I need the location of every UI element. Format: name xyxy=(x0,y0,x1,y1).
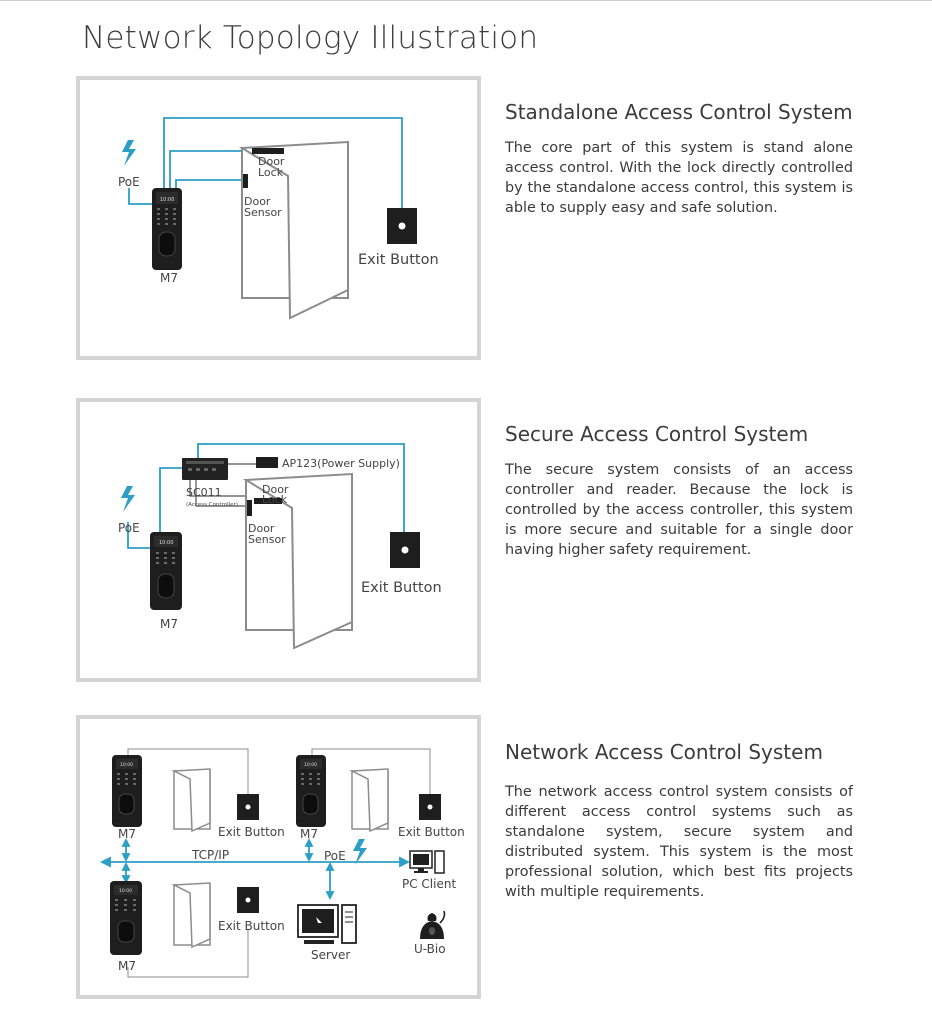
network-diagram: 10:00 M7 Exit Button 10:00 M7 Exi xyxy=(99,748,465,978)
door-b-icon xyxy=(349,768,389,833)
svg-text:10:00: 10:00 xyxy=(119,888,132,894)
door-lock-label-1: Door xyxy=(262,483,289,496)
exit-button-label: Exit Button xyxy=(361,580,442,596)
page-title: Network Topology Illustration xyxy=(82,20,539,56)
secure-title: Secure Access Control System xyxy=(505,422,809,446)
m7-device-icon: 10:00 xyxy=(150,532,182,610)
exit-button-b-icon xyxy=(419,794,441,820)
m7-label-b: M7 xyxy=(300,827,318,841)
standalone-wires xyxy=(128,117,403,208)
m7-label-c: M7 xyxy=(118,959,136,973)
svg-text:10:00: 10:00 xyxy=(120,762,133,768)
svg-text:10:00: 10:00 xyxy=(304,762,317,768)
exit-button-icon xyxy=(387,208,417,244)
controller-sublabel: (Access Controller) xyxy=(186,502,238,508)
poe-lightning-icon xyxy=(122,140,136,166)
secure-diagram-panel: PoE SC011 (Access Controller) AP123(Powe… xyxy=(76,398,481,682)
exit-button-icon xyxy=(390,532,420,568)
power-supply-label: AP123(Power Supply) xyxy=(282,457,400,470)
exit-button-label: Exit Button xyxy=(358,252,439,268)
standalone-diagram-panel: PoE 10:00 M7 Door Lock Door Sensor xyxy=(76,76,481,360)
door-lock-icon xyxy=(252,148,284,154)
tcpip-label: TCP/IP xyxy=(191,848,229,862)
door-a-icon xyxy=(171,768,211,833)
m7-device-a-icon: 10:00 xyxy=(112,755,142,827)
controller-label: SC011 xyxy=(186,486,222,499)
pc-client-label: PC Client xyxy=(402,877,456,891)
network-description: The network access control system consis… xyxy=(505,784,853,900)
wire-to-door-lock xyxy=(169,150,256,190)
m7-label: M7 xyxy=(160,271,178,285)
door-lock-label-2: Lock xyxy=(262,493,288,506)
secure-cables xyxy=(189,480,248,507)
m7-device-icon: 10:00 xyxy=(152,188,182,270)
secure-wires xyxy=(127,443,405,549)
door-c-icon xyxy=(171,882,211,949)
door-lock-icon xyxy=(254,498,282,504)
network-title: Network Access Control System xyxy=(505,740,823,764)
network-cables xyxy=(127,748,431,978)
wire-reader-to-controller xyxy=(159,467,182,534)
secure-diagram: PoE SC011 (Access Controller) AP123(Powe… xyxy=(118,443,442,650)
u-bio-label: U-Bio xyxy=(414,942,446,956)
exit-button-label-c: Exit Button xyxy=(218,919,285,933)
m7-label: M7 xyxy=(160,617,178,631)
network-diagram-panel: 10:00 M7 Exit Button 10:00 M7 Exi xyxy=(76,715,481,999)
svg-text:10:00: 10:00 xyxy=(160,197,174,203)
m7-label-a: M7 xyxy=(118,827,136,841)
door-sensor-label-1: Door xyxy=(248,522,275,535)
poe-label: PoE xyxy=(324,849,346,863)
wire-to-exit-button xyxy=(197,443,405,532)
standalone-diagram: PoE 10:00 M7 Door Lock Door Sensor xyxy=(118,117,439,320)
wire-poe xyxy=(128,188,152,205)
door-sensor-label-2: Sensor xyxy=(244,206,282,219)
u-bio-icon xyxy=(420,910,446,939)
poe-lightning-icon xyxy=(121,486,135,512)
exit-button-a-icon xyxy=(237,794,259,820)
door-sensor-label-2: Sensor xyxy=(248,533,286,546)
standalone-description: The core part of this system is stand al… xyxy=(505,140,853,216)
m7-device-c-icon: 10:00 xyxy=(110,881,142,955)
door-sensor-label-1: Door xyxy=(244,195,271,208)
wire-poe xyxy=(127,522,150,549)
door-sensor-icon xyxy=(243,174,248,188)
power-supply-icon xyxy=(256,457,278,468)
exit-button-label-a: Exit Button xyxy=(218,825,285,839)
poe-label: PoE xyxy=(118,521,140,535)
secure-description: The secure system consists of an access … xyxy=(505,462,853,558)
door-lock-label-1: Door xyxy=(258,155,285,168)
tcpip-bus xyxy=(99,837,411,901)
svg-text:10:00: 10:00 xyxy=(159,540,173,546)
exit-button-label-b: Exit Button xyxy=(398,825,465,839)
door-icon xyxy=(238,140,349,320)
poe-label: PoE xyxy=(118,175,140,189)
wire-to-exit-button xyxy=(163,117,403,208)
top-divider xyxy=(0,0,932,1)
m7-device-b-icon: 10:00 xyxy=(296,755,326,827)
poe-lightning-icon xyxy=(353,839,367,865)
wire-to-door-sensor xyxy=(175,179,246,190)
door-lock-label-2: Lock xyxy=(258,166,284,179)
door-sensor-icon xyxy=(247,500,252,516)
server-icon xyxy=(297,904,357,944)
pc-client-icon xyxy=(409,850,445,874)
controller-icon xyxy=(182,458,228,480)
server-label: Server xyxy=(311,948,350,962)
standalone-title: Standalone Access Control System xyxy=(505,100,853,124)
exit-button-c-icon xyxy=(237,887,259,913)
door-icon xyxy=(242,472,353,650)
